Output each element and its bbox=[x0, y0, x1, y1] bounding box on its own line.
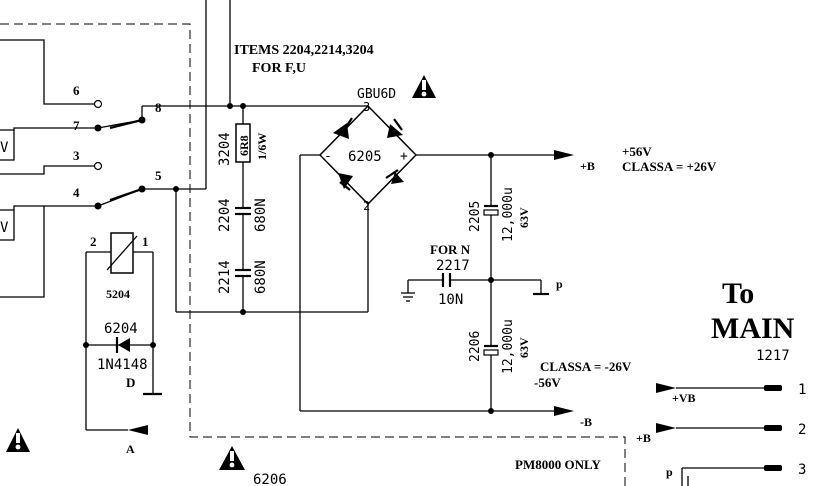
pos-rail-classa: CLASSA = +26V bbox=[622, 159, 717, 174]
bridge-ref-label: 6205 bbox=[348, 149, 382, 165]
rail-p-label: p bbox=[556, 277, 563, 291]
pin-6-label: 6 bbox=[73, 83, 80, 98]
connector-pin-icon bbox=[764, 425, 782, 431]
bridge-minus-label: - bbox=[324, 149, 332, 164]
ground-symbol-2217 bbox=[401, 292, 415, 302]
neg-rail-classa: CLASSA = -26V bbox=[540, 359, 632, 374]
items-note-line2: FOR F,U bbox=[252, 61, 306, 76]
switch-contact-4 bbox=[94, 202, 102, 210]
cap-2217-ref-label: 2217 bbox=[436, 258, 470, 274]
node-a-label: A bbox=[126, 442, 135, 456]
pos-rail-label: +B bbox=[580, 159, 595, 173]
cap-2204-ref-label: 2204 bbox=[217, 198, 233, 232]
relay-pin1-label: 1 bbox=[142, 234, 149, 249]
resistor-ref-label: 3204 bbox=[217, 132, 233, 166]
relay-ref-label: 5204 bbox=[106, 287, 130, 301]
switch-contact-6 bbox=[93, 99, 103, 109]
connector-pin2-signal: +B bbox=[636, 431, 651, 445]
warning-triangle-icon bbox=[6, 428, 30, 452]
relay-pin2-label: 2 bbox=[90, 234, 97, 249]
items-note-line1: ITEMS 2204,2214,3204 bbox=[234, 43, 374, 58]
cap-2205-voltage-label: 63V bbox=[517, 207, 531, 228]
connector-pin3-number: 3 bbox=[798, 462, 806, 478]
cap-2206-voltage-label: 63V bbox=[517, 337, 531, 358]
left-label-v2: V bbox=[0, 220, 9, 236]
bridge-diode-icon bbox=[338, 173, 353, 189]
connector-ref-label: 1217 bbox=[756, 348, 790, 364]
cap-2205-ref-label: 2205 bbox=[468, 201, 483, 232]
connector-pin3-signal: p bbox=[666, 465, 673, 479]
left-label-v1: V bbox=[0, 140, 9, 156]
pin-4-label: 4 bbox=[73, 185, 80, 200]
connector-pin-icon bbox=[764, 465, 782, 471]
switch-contact-8 bbox=[138, 116, 146, 124]
resistor-power-label: 1/6W bbox=[255, 133, 269, 160]
switch-contacts bbox=[93, 99, 146, 210]
warning-triangle-icon bbox=[219, 446, 245, 470]
connector-pin1-signal: +VB bbox=[672, 391, 696, 405]
switch-wiring bbox=[0, 0, 231, 298]
bridge-diode-icon bbox=[391, 172, 404, 184]
bridge-part-label: GBU6D bbox=[357, 87, 396, 102]
connector-pin1-number: 1 bbox=[798, 382, 806, 398]
switch-contact-3 bbox=[93, 161, 103, 171]
diode-6204 bbox=[83, 337, 156, 353]
connector-pin-icon bbox=[764, 385, 782, 391]
cap-2217-note-label: FOR N bbox=[430, 242, 471, 257]
bridge-diode-icon bbox=[387, 124, 403, 138]
cap-2206-ref-label: 2206 bbox=[468, 331, 483, 362]
cap-2214-ref-label: 2214 bbox=[217, 260, 233, 294]
diode-d-label: D bbox=[126, 375, 135, 390]
pin-3-label: 3 bbox=[73, 148, 80, 163]
pos-rail-arrow-icon bbox=[554, 150, 574, 160]
connector-title-main: MAIN bbox=[711, 312, 795, 345]
output-capacitors bbox=[300, 152, 554, 414]
pm8000-only-note: PM8000 ONLY bbox=[515, 457, 601, 472]
relay-5204 bbox=[85, 232, 154, 430]
neg-rail-label: -B bbox=[580, 415, 592, 429]
connector-title-to: To bbox=[722, 277, 754, 310]
pin-8-label: 8 bbox=[155, 100, 162, 115]
warning-symbol-ref: 6206 bbox=[253, 472, 287, 486]
pin-7-label: 7 bbox=[73, 118, 80, 133]
cap-2214-value-label: 680N bbox=[253, 260, 269, 294]
cap-2204-value-label: 680N bbox=[253, 198, 269, 232]
resistor-value-label: 6R8 bbox=[237, 135, 251, 156]
cap-2205-value-label: 12,000u bbox=[501, 187, 516, 242]
board-outline bbox=[0, 23, 626, 486]
bridge-rectifier-6205 bbox=[299, 104, 554, 411]
connector-arrow-icon bbox=[656, 383, 676, 393]
switch-contact-7 bbox=[94, 124, 102, 132]
warning-triangle-icon bbox=[412, 75, 436, 98]
neg-rail-voltage: -56V bbox=[534, 375, 561, 390]
switch-contact-5 bbox=[138, 185, 146, 193]
connector-arrow-icon bbox=[656, 423, 676, 433]
cap-2217-value-label: 10N bbox=[438, 292, 463, 308]
bridge-plus-label: + bbox=[400, 149, 408, 164]
bridge-pin3-label: 3 bbox=[363, 100, 370, 114]
diode-ref-label: 6204 bbox=[104, 321, 138, 337]
pos-rail-voltage: +56V bbox=[622, 144, 652, 159]
bridge-pin2-label: 2 bbox=[363, 199, 370, 213]
series-component-string bbox=[173, 103, 369, 315]
node-a-arrow bbox=[86, 425, 148, 435]
ground-symbol-relay bbox=[143, 392, 162, 396]
pin-5-label: 5 bbox=[155, 168, 162, 183]
neg-rail-arrow-icon bbox=[554, 406, 574, 416]
connector-pin2-number: 2 bbox=[798, 422, 806, 438]
cap-2206-value-label: 12,000u bbox=[501, 319, 516, 374]
connector-pins bbox=[656, 383, 782, 486]
diode-part-label: 1N4148 bbox=[97, 357, 148, 373]
